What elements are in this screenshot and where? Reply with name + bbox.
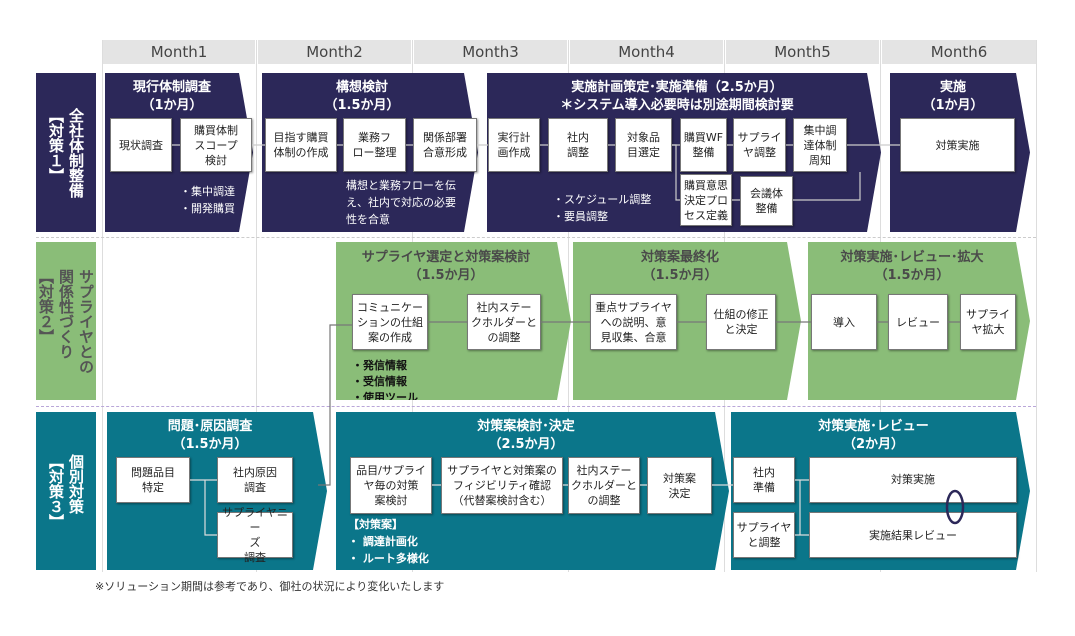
phase-title: 構想検討 （1.5か月） [324,80,400,113]
task-box: サプライ ヤ調整 [733,118,786,172]
task-box: 実施結果レビュー [809,512,1017,558]
phase-notes: ・スケジュール調整 ・要員調整 [553,193,652,223]
phase-notes: 構想と業務フローを伝 え、社内で対応の必要 性を合意 [346,179,456,226]
task-box: 社内ステー クホルダーと の調整 [568,457,640,514]
row-label-measure-1: 全社体制整備 【対策１】 [36,73,96,232]
task-box: 対策実施 [900,118,1015,172]
row-divider [36,237,1036,238]
task-box: 業務フ ロー整理 [343,118,406,172]
task-box: 購買意思 決定プロ セス定義 [680,174,732,226]
task-box: コミュニケー ションの仕組 案の作成 [352,294,428,350]
task-box: 社内 調整 [548,118,608,172]
task-box: 対策実施 [809,457,1017,503]
task-box: レビュー [888,294,948,350]
month-header-5: Month5 [726,40,879,64]
grid-line [256,40,257,572]
task-box: 社内原因 調査 [217,457,293,503]
task-box: 購買WF 整備 [680,118,727,172]
grid-line [102,40,103,572]
month-header-2: Month2 [258,40,411,64]
month-header-3: Month3 [414,40,567,64]
phase-title: 実施計画策定･実施準備（2.5か月） ＊システム導入必要時は別途期間検討要 [560,80,794,113]
month-header-4: Month4 [570,40,723,64]
task-box: 会議体 整備 [740,176,793,226]
task-box: 導入 [811,294,877,350]
task-box: 目指す購買 体制の作成 [265,118,337,172]
task-box: 購買体制 スコープ 検討 [180,118,252,172]
task-box: 品目/サプライ ヤ毎の対策 案検討 [350,457,432,514]
phase-title: 対策実施･レビュー･拡大 （1.5か月） [840,250,984,283]
task-box: 実行計 画作成 [488,118,540,172]
phase-title: 対策案最終化 （1.5か月） [640,250,719,283]
month-header-1: Month1 [103,40,255,64]
footnote: ※ソリューション期間は参考であり、御社の状況により変化いたします [95,580,445,593]
task-box: サプライヤ と調整 [733,512,795,558]
task-box: 現状調査 [110,118,172,172]
task-box: サプライヤと対策案の フィジビリティ確認 （代替案検討含む） [441,457,563,514]
grid-line [1036,40,1037,572]
cycle-icon [945,489,965,525]
phase-title: 現行体制調査 （1か月） [132,80,211,113]
task-box: 対策案 決定 [647,457,712,514]
phase-title: 対策案検討･決定 （2.5か月） [477,419,575,452]
task-box: 問題品目 特定 [116,457,190,503]
phase-notes: ・集中調達 ・開発購買 [180,185,235,215]
task-box: サプライ ヤ拡大 [960,294,1016,350]
row-label-measure-2: サプライヤとの 関係性づくり 【対策２】 [36,242,96,400]
phase-title: サプライヤ選定と対策案検討 （1.5か月） [361,250,531,283]
task-box: 重点サプライヤ への説明、意 見収集、合意 [590,294,677,350]
phase-title: 問題･原因調査 （1.5か月） [167,419,253,452]
task-box: 社内ステー クホルダーと の調整 [467,294,541,350]
row-label-measure-3: 個別対策 【対策３】 [36,412,96,570]
task-box: 仕組の修正 と決定 [706,294,776,350]
task-box: 社内 準備 [733,457,795,503]
task-box: 関係部署 合意形成 [413,118,477,172]
grid-line [568,40,569,572]
task-box: 集中調 達体制 周知 [793,118,847,172]
month-header-6: Month6 [882,40,1036,64]
task-box: 対象品 目選定 [615,118,672,172]
phase-title: 対策実施･レビュー （2か月） [818,419,929,452]
row-divider [36,406,1036,407]
phase-title: 実施 （1か月） [922,80,984,113]
phase-notes: 【対策案】 ・ 調達計画化 ・ ルート多様化 [348,518,429,565]
